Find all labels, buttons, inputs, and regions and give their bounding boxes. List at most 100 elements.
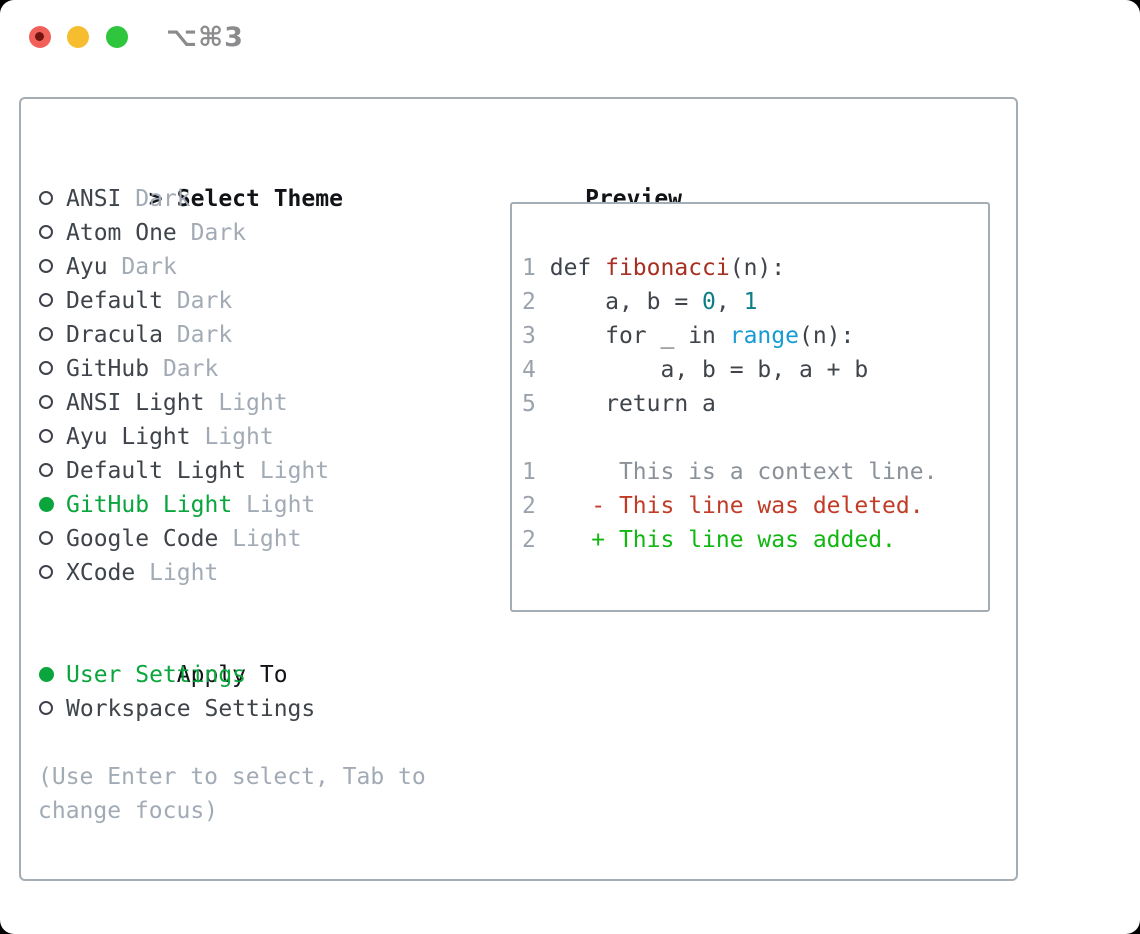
option-variant-tag: Light (149, 560, 219, 586)
theme-option[interactable]: Google Code Light (38, 522, 488, 556)
radio-gutter (38, 216, 66, 250)
radio-icon (39, 361, 53, 375)
hint-text: change focus) (38, 798, 219, 824)
preview-title-row: Preview (502, 148, 682, 212)
radio-gutter (38, 556, 66, 590)
option-variant-tag: Light (259, 458, 330, 484)
option-label: Default (66, 288, 163, 314)
spacer (38, 590, 488, 624)
code-token: a, b = b, a + b (549, 357, 869, 383)
radio-icon (39, 293, 53, 307)
theme-option[interactable]: ANSI Light Light (38, 386, 488, 420)
radio-icon (39, 225, 53, 239)
code-line: 5 return a (522, 387, 988, 421)
option-variant-tag: Dark (176, 288, 233, 314)
radio-icon (39, 701, 53, 715)
minimize-button[interactable] (67, 26, 89, 48)
code-line: 4 a, b = b, a + b (522, 353, 988, 387)
option-variant-tag: Light (218, 390, 288, 416)
code-token: return a (549, 391, 716, 417)
radio-gutter (38, 250, 66, 284)
theme-option[interactable]: Dracula Dark (38, 318, 488, 352)
option-variant-tag: Light (204, 424, 274, 450)
line-number: 2 (522, 493, 536, 519)
option-label: GitHub Light (66, 492, 233, 518)
radio-gutter (38, 318, 66, 352)
radio-icon (39, 327, 53, 341)
apply-option[interactable]: User Settings (38, 658, 488, 692)
code-token: range (729, 323, 799, 349)
code-line: 2 - This line was deleted. (522, 489, 988, 523)
radio-gutter (38, 488, 66, 522)
radio-gutter (38, 352, 66, 386)
code-token: (n): (798, 323, 855, 349)
theme-option[interactable]: Ayu Dark (38, 250, 488, 284)
option-label: User Settings (66, 662, 247, 688)
option-label: Google Code (66, 526, 219, 552)
code-token: - This line was deleted. (549, 493, 924, 519)
line-number: 3 (522, 323, 536, 349)
option-label: ANSI (66, 186, 122, 212)
code-token: + This line was added. (549, 527, 896, 553)
radio-gutter (38, 182, 66, 216)
code-token: (n): (729, 255, 786, 281)
apply-to-title: Apply To (176, 662, 288, 688)
radio-icon (39, 259, 53, 273)
radio-gutter (38, 284, 66, 318)
hint-text: (Use Enter to select, Tab to (38, 764, 426, 790)
code-token: 1 (743, 289, 758, 315)
spacer (38, 726, 488, 760)
picker-title-row: >Select Theme (38, 148, 488, 212)
theme-option[interactable]: Ayu Light Light (38, 420, 488, 454)
hint-block: (Use Enter to select, Tab to change focus… (38, 760, 488, 828)
code-token: def (549, 255, 606, 281)
option-label: Atom One (66, 220, 177, 246)
blank-line (522, 421, 988, 455)
code-line: 2 + This line was added. (522, 523, 988, 557)
radio-icon (39, 429, 53, 443)
code-line: 3 for _ in range(n): (522, 319, 988, 353)
line-number: 2 (522, 527, 536, 553)
option-label: Default Light (66, 458, 247, 484)
radio-gutter (38, 658, 66, 692)
code-line: 1 This is a context line. (522, 455, 988, 489)
theme-option[interactable]: ANSI Dark (38, 182, 488, 216)
option-variant-tag: Light (246, 492, 316, 518)
option-label: Ayu (66, 254, 108, 280)
code-token: This is a context line. (549, 459, 938, 485)
option-label: ANSI Light (66, 390, 205, 416)
close-button[interactable] (29, 26, 51, 48)
theme-option[interactable]: GitHub Light Light (38, 488, 488, 522)
theme-option[interactable]: XCode Light (38, 556, 488, 590)
code-token: for _ in (549, 323, 730, 349)
theme-option[interactable]: GitHub Dark (38, 352, 488, 386)
radio-icon (39, 191, 53, 205)
radio-gutter (38, 692, 66, 726)
option-label: XCode (66, 560, 136, 586)
radio-icon (39, 463, 53, 477)
apply-option[interactable]: Workspace Settings (38, 692, 488, 726)
code-line: 2 a, b = 0, 1 (522, 285, 988, 319)
option-label: GitHub (66, 356, 150, 382)
code-line: 1 def fibonacci(n): (522, 251, 988, 285)
option-label: Workspace Settings (66, 696, 316, 722)
code-token: a, b = (549, 289, 703, 315)
code-token: 0 (702, 289, 716, 315)
code-token: , (715, 289, 744, 315)
theme-option[interactable]: Atom One Dark (38, 216, 488, 250)
prompt-icon: > (148, 186, 163, 212)
radio-icon (39, 565, 53, 579)
option-variant-tag: Dark (121, 254, 177, 280)
radio-icon (39, 395, 53, 409)
theme-option[interactable]: Default Light Light (38, 454, 488, 488)
option-variant-tag: Dark (135, 186, 191, 212)
zoom-button[interactable] (106, 26, 128, 48)
option-variant-tag: Dark (190, 220, 247, 246)
theme-option[interactable]: Default Dark (38, 284, 488, 318)
option-variant-tag: Light (232, 526, 302, 552)
